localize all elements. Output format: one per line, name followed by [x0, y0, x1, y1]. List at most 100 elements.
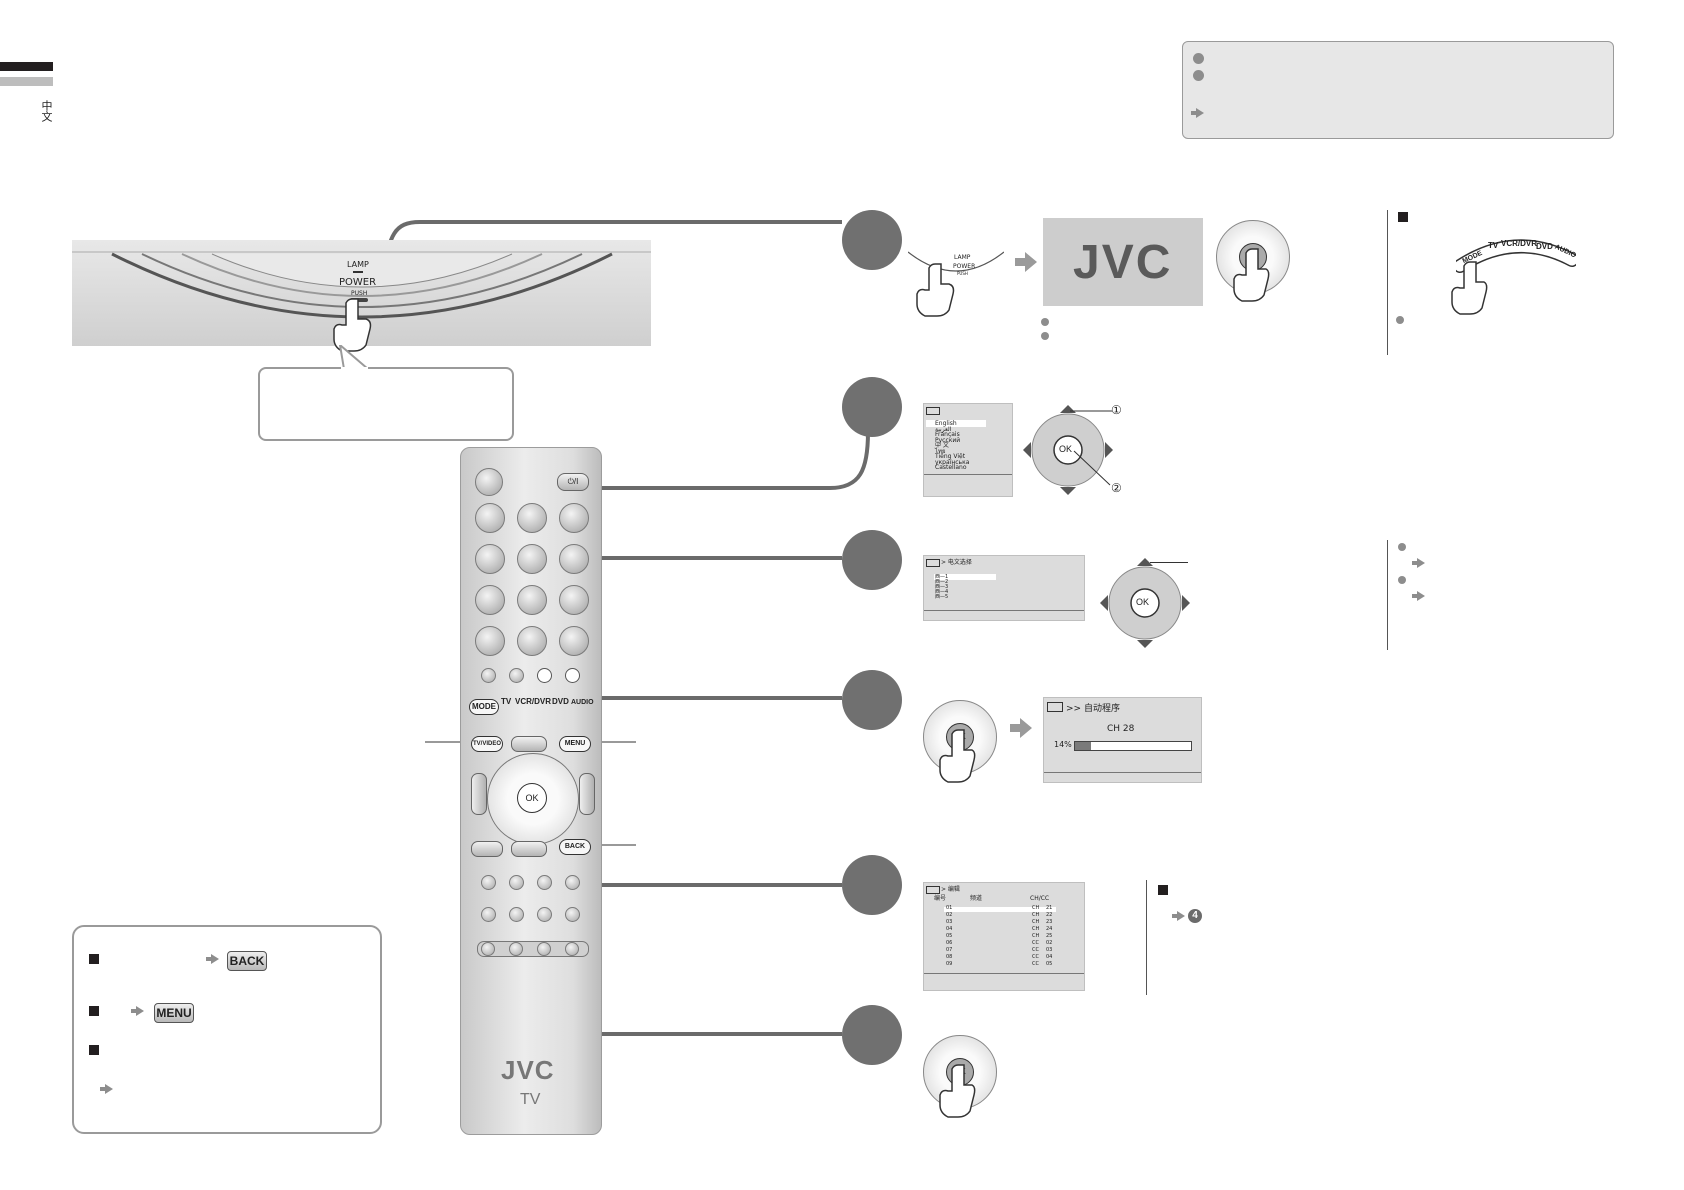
step-circle-3	[842, 530, 902, 590]
step1-ok-hand-icon	[1233, 248, 1270, 302]
step5-table-cell: 02	[1046, 940, 1053, 946]
remote-number-button[interactable]	[559, 585, 589, 615]
step-circle-6	[842, 1005, 902, 1065]
step2-tv-icon	[926, 407, 940, 415]
remote-number-button[interactable]	[475, 503, 505, 533]
step2-language-item: ไทย	[935, 447, 946, 455]
step5-table-cell: 01	[946, 905, 953, 911]
step1-power-label: POWER	[953, 263, 976, 270]
step5-header-name: 频道	[970, 895, 983, 902]
menu-button[interactable]: MENU	[559, 736, 591, 752]
step4-footer-line	[1044, 772, 1201, 773]
remote-small-button[interactable]	[509, 875, 524, 890]
tips-square-3	[89, 1045, 99, 1055]
tv-video-button[interactable]: TV/VIDEO	[471, 736, 503, 752]
step3-tv-icon	[926, 559, 940, 567]
remote-number-button[interactable]	[559, 503, 589, 533]
step1-bullet-2	[1041, 332, 1049, 340]
step5-table-cell: 06	[946, 940, 953, 946]
tv-front-panel: LAMP POWER PUSH	[72, 240, 651, 352]
step5-table-row: 06 CC 02	[924, 940, 1084, 947]
step1-hand-icon	[916, 263, 955, 317]
step1-side-square	[1398, 212, 1408, 222]
remote-small-button[interactable]	[509, 668, 524, 683]
remote-small-button[interactable]	[565, 907, 580, 922]
remote-number-button[interactable]	[559, 544, 589, 574]
step3-side-arrow-stem	[1412, 594, 1417, 598]
remote-left-rocker[interactable]	[471, 773, 487, 815]
remote-small-button[interactable]	[565, 942, 579, 956]
tips-box: BACK MENU	[72, 925, 382, 1134]
step3-side-bullet-2	[1398, 576, 1406, 584]
remote-number-button[interactable]	[517, 626, 547, 656]
note-bullet-2	[1193, 70, 1204, 81]
step5-table-cell: CC	[1032, 940, 1039, 946]
tips-arrow-icon	[105, 1084, 113, 1094]
step3-marker-line	[1150, 562, 1188, 563]
remote-small-button[interactable]	[537, 907, 552, 922]
step5-table-cell: 22	[1046, 912, 1053, 918]
step5-footer-line	[924, 973, 1084, 974]
step3-list-item: 西—5	[935, 594, 949, 600]
back-button[interactable]: BACK	[559, 839, 591, 855]
step3-dpad: OK	[1100, 558, 1190, 648]
tips-arrow-stem	[131, 1009, 136, 1013]
remote-number-button[interactable]	[517, 544, 547, 574]
step4-channel: CH 28	[1107, 724, 1135, 734]
step5-table-cell: 08	[946, 954, 953, 960]
step5-table-cell: 25	[1046, 933, 1053, 939]
remote-color-button[interactable]	[537, 668, 552, 683]
step3-list-item: 西—4	[935, 589, 949, 595]
remote-small-button[interactable]	[565, 875, 580, 890]
step3-ok-label: OK	[1136, 597, 1150, 607]
remote-power-button[interactable]: ⏻/I	[557, 473, 589, 491]
remote-top-left-button[interactable]	[475, 468, 503, 496]
note-arrow-stem	[1191, 111, 1196, 115]
language-tab-label: 中文	[40, 100, 52, 122]
step-circle-2	[842, 377, 902, 437]
remote-color-button[interactable]	[565, 668, 580, 683]
remote-small-button[interactable]	[481, 907, 496, 922]
remote-ok-button[interactable]: OK	[517, 783, 547, 813]
remote-small-button[interactable]	[481, 942, 495, 956]
step5-table-cell: 24	[1046, 926, 1053, 932]
remote-number-button[interactable]	[517, 503, 547, 533]
lamp-label: LAMP	[347, 260, 369, 269]
step5-table-cell: CC	[1032, 947, 1039, 953]
remote-number-button[interactable]	[559, 626, 589, 656]
remote-right-rocker[interactable]	[579, 773, 595, 815]
step3-side-bullet-1	[1398, 543, 1406, 551]
step5-table-cell: CC	[1032, 961, 1039, 967]
remote-small-button[interactable]	[537, 875, 552, 890]
remote-blank-button[interactable]	[471, 841, 503, 857]
remote-blank-button[interactable]	[511, 736, 547, 752]
step3-list-item: 西—2	[935, 579, 949, 585]
remote-mode-button[interactable]: MODE	[469, 699, 499, 715]
step5-table-cell: 04	[946, 926, 953, 932]
remote-control: ⏻/I MODE TV VCR/DVR DVD AUDIO TV/VIDEO M…	[460, 447, 602, 1135]
step3-list-item: 西—3	[935, 584, 949, 590]
tips-arrow-stem	[206, 957, 211, 961]
remote-number-button[interactable]	[475, 626, 505, 656]
step5-table-cell: CH	[1032, 919, 1040, 925]
step-circle-4	[842, 670, 902, 730]
step4-title: >> 自动程序	[1066, 704, 1120, 714]
power-button[interactable]	[350, 298, 368, 302]
step3-selected-row	[934, 574, 996, 580]
remote-small-button[interactable]	[481, 875, 496, 890]
remote-number-button[interactable]	[475, 544, 505, 574]
tips-arrow-icon	[211, 954, 219, 964]
remote-blank-button[interactable]	[511, 841, 547, 857]
remote-number-button[interactable]	[517, 585, 547, 615]
remote-small-button[interactable]	[509, 907, 524, 922]
callout-pointer	[338, 345, 369, 370]
step4-autoprogram-screen: >> 自动程序 CH 28 14%	[1043, 697, 1202, 783]
remote-number-button[interactable]	[475, 585, 505, 615]
remote-small-button[interactable]	[481, 668, 496, 683]
remote-small-button[interactable]	[509, 942, 523, 956]
step5-table-cell: 09	[946, 961, 953, 967]
remote-bottom-button-bar	[477, 941, 589, 957]
remote-small-button[interactable]	[537, 942, 551, 956]
